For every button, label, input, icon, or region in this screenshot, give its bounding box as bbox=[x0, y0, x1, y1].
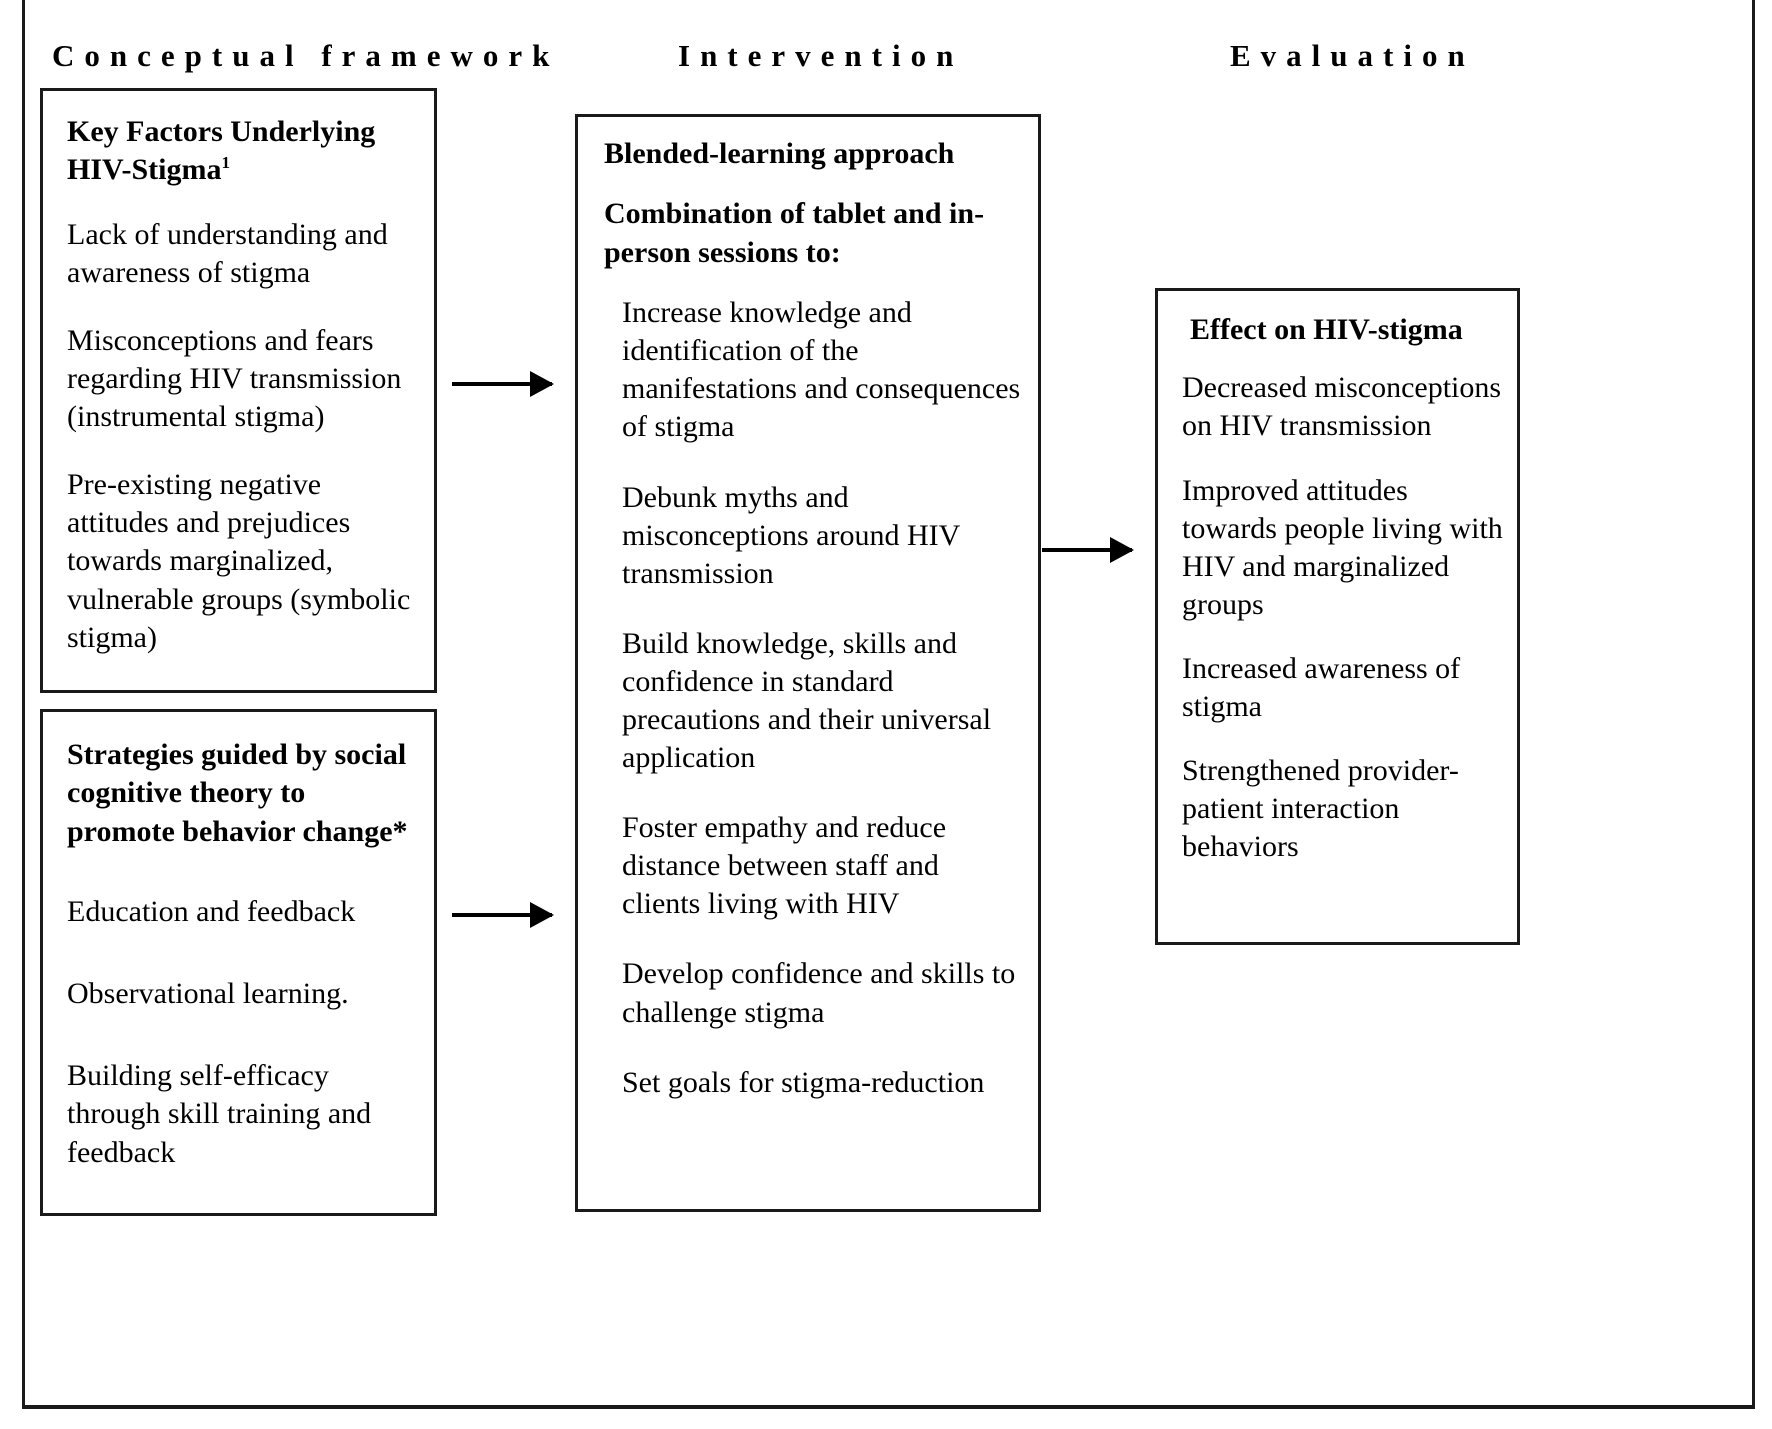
box-intervention-item-2: Debunk myths and misconceptions around H… bbox=[622, 480, 960, 590]
box-evaluation: Effect on HIV-stigma Decreased misconcep… bbox=[1155, 288, 1520, 945]
box-key-factors-heading-superscript: 1 bbox=[221, 153, 230, 173]
box-key-factors-heading: Key Factors Underlying HIV-Stigma1 bbox=[67, 113, 420, 190]
box-strategies-content: Strategies guided by social cognitive th… bbox=[43, 712, 434, 1213]
box-intervention-item-list: Increase knowledge and identification of… bbox=[604, 294, 1024, 1102]
box-intervention-item-5: Develop confidence and skills to challen… bbox=[622, 957, 1016, 1029]
arrow-right-icon-intervention-to-evaluation bbox=[1042, 537, 1134, 563]
arrow-right-icon-key-factors-to-intervention bbox=[452, 371, 554, 397]
box-intervention: Blended-learning approach Combination of… bbox=[575, 114, 1041, 1212]
box-evaluation-heading: Effect on HIV-stigma bbox=[1190, 313, 1463, 346]
box-key-factors: Key Factors Underlying HIV-Stigma1 Lack … bbox=[40, 88, 437, 693]
box-intervention-item-6: Set goals for stigma-reduction bbox=[622, 1065, 985, 1099]
page-frame-bottom-rule bbox=[22, 1405, 1755, 1409]
box-intervention-heading-combination: Combination of tablet and in-person sess… bbox=[604, 197, 985, 269]
box-evaluation-content: Effect on HIV-stigma Decreased misconcep… bbox=[1158, 291, 1517, 942]
arrow-right-icon-strategies-to-intervention bbox=[452, 902, 554, 928]
box-key-factors-heading-text: Key Factors Underlying HIV-Stigma bbox=[67, 115, 376, 187]
box-key-factors-item-1: Lack of understanding and awareness of s… bbox=[67, 217, 388, 289]
column-header-conceptual-framework: Conceptual framework bbox=[52, 38, 560, 73]
box-evaluation-item-1: Decreased misconceptions on HIV transmis… bbox=[1182, 371, 1502, 443]
box-intervention-content: Blended-learning approach Combination of… bbox=[578, 117, 1038, 1209]
box-intervention-item-3: Build knowledge, skills and confidence i… bbox=[622, 626, 992, 775]
box-intervention-heading-blended-learning: Blended-learning approach bbox=[604, 137, 955, 170]
page-frame-left-rule bbox=[22, 0, 25, 1408]
box-strategies-item-1: Education and feedback bbox=[67, 895, 356, 929]
box-strategies-heading: Strategies guided by social cognitive th… bbox=[67, 738, 408, 848]
box-strategies-item-2: Observational learning. bbox=[67, 977, 349, 1011]
box-intervention-item-4: Foster empathy and reduce distance betwe… bbox=[622, 811, 947, 921]
box-evaluation-item-2: Improved attitudes towards people living… bbox=[1182, 473, 1503, 621]
box-key-factors-item-3: Pre-existing negative attitudes and prej… bbox=[67, 468, 411, 654]
box-key-factors-content: Key Factors Underlying HIV-Stigma1 Lack … bbox=[43, 91, 434, 690]
box-key-factors-item-2: Misconceptions and fears regarding HIV t… bbox=[67, 323, 402, 434]
page-frame-right-rule bbox=[1752, 0, 1755, 1408]
box-strategies-item-3: Building self-efficacy through skill tra… bbox=[67, 1059, 372, 1169]
column-header-evaluation: Evaluation bbox=[1230, 38, 1475, 73]
box-intervention-item-1: Increase knowledge and identification of… bbox=[622, 296, 1021, 444]
box-evaluation-item-3: Increased awareness of stigma bbox=[1182, 651, 1461, 724]
box-strategies: Strategies guided by social cognitive th… bbox=[40, 709, 437, 1216]
box-evaluation-item-4: Strengthened provider-patient interactio… bbox=[1182, 754, 1459, 864]
column-header-intervention: Intervention bbox=[678, 38, 964, 73]
